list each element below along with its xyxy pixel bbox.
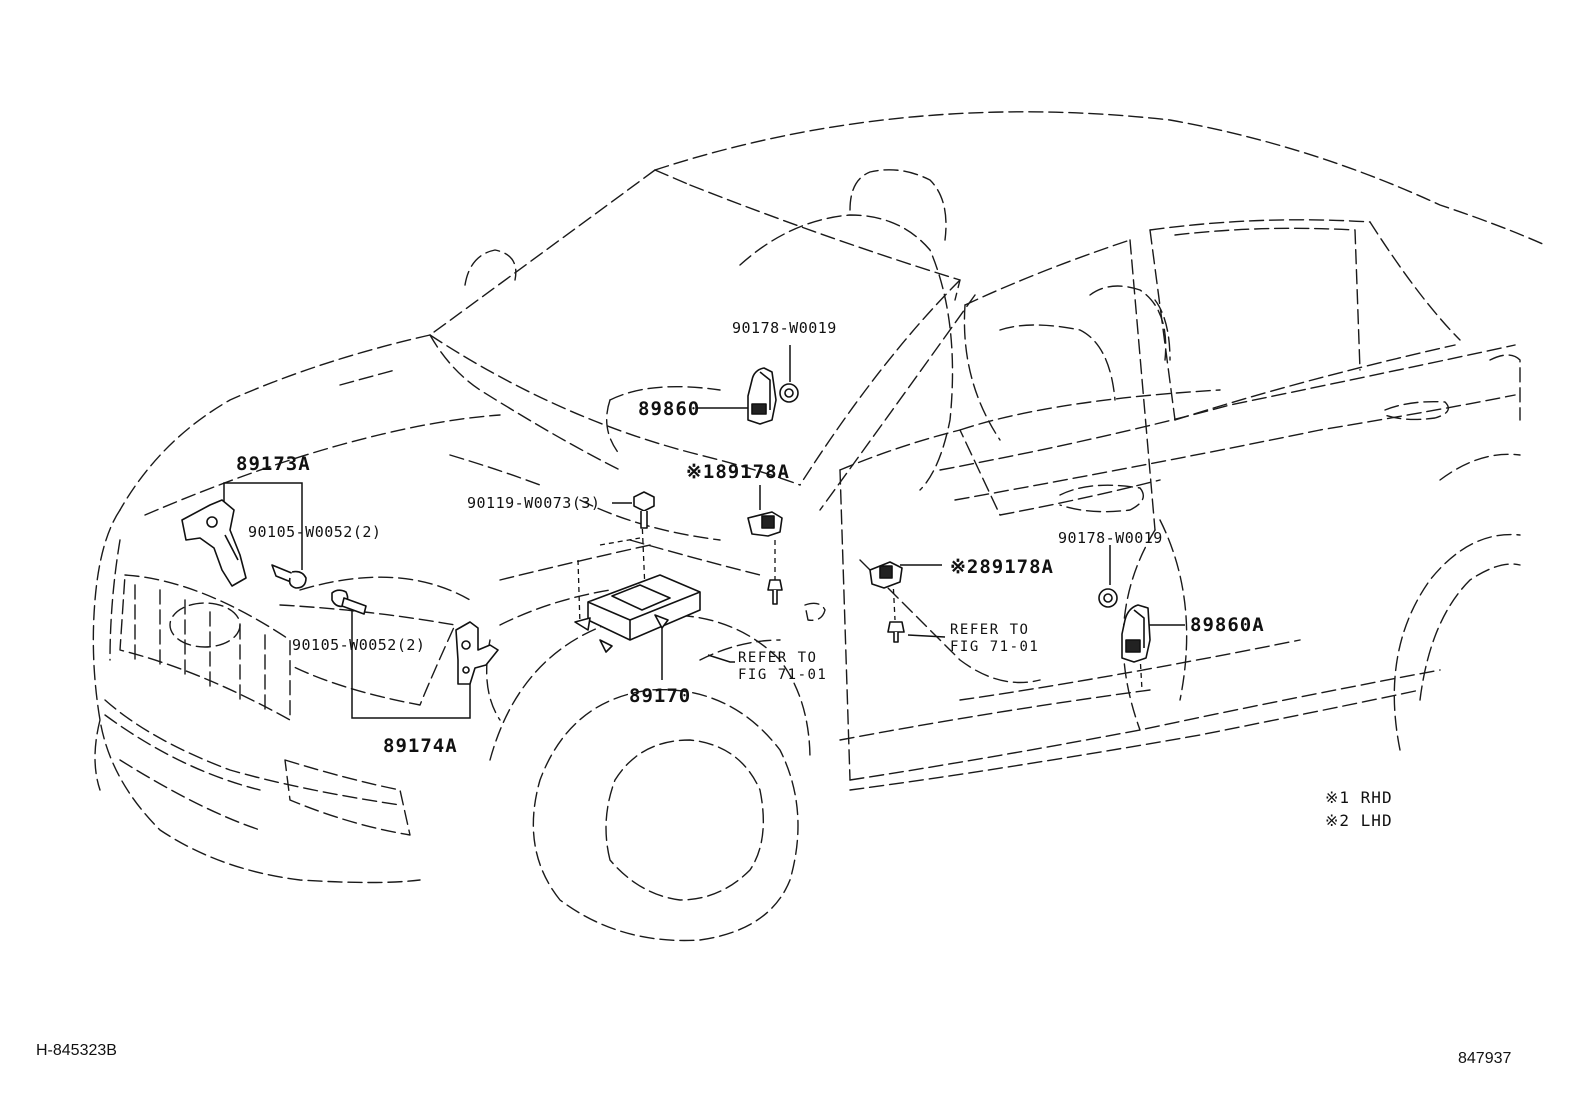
bolt-90105-upper	[271, 564, 307, 589]
label-90178-right: 90178-W0019	[1058, 529, 1163, 547]
sensor-89178a-rhd	[747, 511, 783, 537]
screw-90119	[633, 491, 655, 529]
label-89174a: 89174A	[383, 735, 458, 757]
side-airbag-sensor-89860	[747, 367, 777, 425]
illustration-code-left: H-845323B	[36, 1042, 117, 1059]
refer-to-label-2: REFER TO	[950, 622, 1030, 638]
leader-lines	[223, 345, 1185, 719]
front-sensor-bracket-89174a	[455, 621, 499, 685]
side-airbag-sensor-89860a	[1121, 604, 1151, 663]
nut-90178-upper	[779, 383, 799, 403]
refer-fig-label-1: FIG 71-01	[738, 667, 828, 683]
legend-note-lhd: ※2 LHD	[1325, 811, 1393, 830]
front-sensor-bracket-89173a	[181, 499, 247, 587]
nut-90178-right	[1098, 588, 1118, 608]
label-89170: 89170	[629, 685, 692, 707]
screw-sensor-rhd	[767, 579, 783, 605]
illustration-code-right: 847937	[1458, 1050, 1512, 1067]
refer-to-label-1: REFER TO	[738, 650, 818, 666]
label-90105-upper: 90105-W0052(2)	[248, 523, 382, 541]
label-90105-lower: 90105-W0052(2)	[292, 636, 426, 654]
label-89860: 89860	[638, 398, 701, 420]
label-90178-upper: 90178-W0019	[732, 319, 837, 337]
bolt-90105-lower	[331, 589, 367, 615]
refer-fig-label-2: FIG 71-01	[950, 639, 1040, 655]
legend-note-rhd: ※1 RHD	[1325, 788, 1393, 807]
label-89173a: 89173A	[236, 453, 311, 475]
airbag-sensor-assembly-89170	[574, 574, 701, 653]
screw-sensor-lhd	[887, 621, 905, 643]
label-89860a: 89860A	[1190, 614, 1265, 636]
sensor-89178a-lhd	[869, 561, 903, 589]
label-89178a-lhd: ※289178A	[950, 556, 1054, 578]
label-90119: 90119-W0073(3)	[467, 494, 601, 512]
label-89178a-rhd: ※189178A	[686, 461, 790, 483]
